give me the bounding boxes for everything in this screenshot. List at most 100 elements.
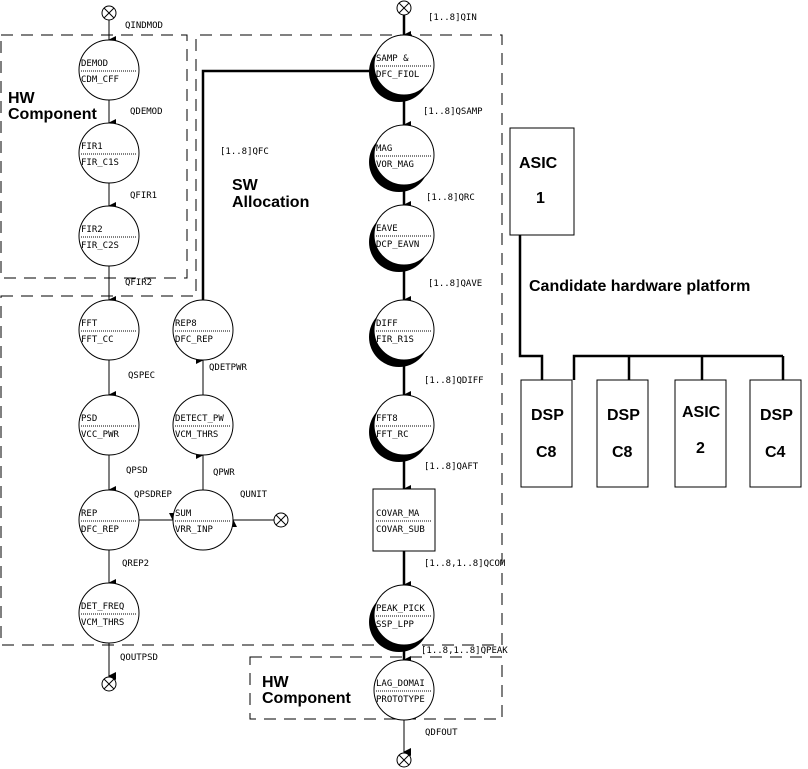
platform-title: Candidate hardware platform <box>529 278 750 295</box>
edge-label-qindmod: QINDMOD <box>125 21 163 31</box>
node-name: COVAR_MA <box>376 509 420 519</box>
node-name: FFT <box>81 319 98 329</box>
process-node-sum[interactable]: SUM VRR_INP <box>172 489 234 551</box>
node-name: LAG_DOMAI <box>376 679 425 689</box>
edge-label-qave: [1..8]QAVE <box>428 279 482 289</box>
node-impl: VRR_INP <box>175 525 214 535</box>
hw-unit-name: ASIC <box>682 404 721 421</box>
node-name: DEMOD <box>81 59 108 69</box>
edge-label-qpsd: QPSD <box>126 466 148 476</box>
node-name: DETECT_PW <box>175 414 224 424</box>
process-node-demod[interactable]: DEMOD CDM_CFF <box>78 39 140 101</box>
node-impl: CDM_CFF <box>81 75 119 85</box>
node-name: DET_FREQ <box>81 602 124 612</box>
process-node-detect_pw[interactable]: DETECT_PW VCM_THRS <box>172 394 234 456</box>
terminator-qunit-icon <box>273 512 289 528</box>
node-name: FIR1 <box>81 142 103 152</box>
node-impl: FIR_C1S <box>81 158 119 168</box>
edge-label-qfir2: QFIR2 <box>125 278 152 288</box>
node-impl: DFC_REP <box>81 525 120 535</box>
hw-unit-4[interactable]: DSP C4 <box>749 379 802 488</box>
hw-unit-id: 2 <box>696 440 705 457</box>
edge-label-qunit: QUNIT <box>240 490 268 500</box>
terminator-qin-icon <box>396 0 412 16</box>
process-node-covar[interactable]: COVAR_MA COVAR_SUB <box>372 488 436 552</box>
hw-unit-name: ASIC <box>519 155 558 172</box>
node-impl: VOR_MAG <box>376 160 414 170</box>
edge-label-qcom: [1..8,1..8]QCOM <box>424 559 506 569</box>
terminator-input-icon <box>101 5 117 21</box>
node-name: REP <box>81 509 98 519</box>
node-impl: VCM_THRS <box>81 618 124 628</box>
node-name: REP8 <box>175 319 197 329</box>
hw-unit-name: DSP <box>760 407 793 424</box>
hw-unit-1[interactable]: DSP C8 <box>520 379 573 488</box>
node-name: SAMP & <box>376 54 409 64</box>
edge-label-qsamp: [1..8]QSAMP <box>423 107 483 117</box>
node-name: DIFF <box>376 319 398 329</box>
edge-label-qdfout: QDFOUT <box>425 728 458 738</box>
process-node-mag[interactable]: MAG VOR_MAG <box>369 124 435 192</box>
node-impl: FIR_R1S <box>376 335 414 345</box>
node-impl: FFT_CC <box>81 335 114 345</box>
platform-bus-link <box>518 235 544 380</box>
edge-label-qin: [1..8]QIN <box>428 13 477 23</box>
hw-unit-id: C8 <box>536 444 557 461</box>
edge-label-qpsdrep: QPSDREP <box>134 490 173 500</box>
terminator-output-icon <box>101 676 117 692</box>
node-name: MAG <box>376 144 392 154</box>
process-node-det_freq[interactable]: DET_FREQ VCM_THRS <box>78 582 140 644</box>
edge-label-qpeak: [1..8,1..8]QPEAK <box>421 646 508 656</box>
hw-unit-2[interactable]: DSP C8 <box>596 379 649 488</box>
node-impl: VCM_THRS <box>175 430 218 440</box>
edge-label-qrep2: QREP2 <box>122 559 149 569</box>
hw-unit-name: DSP <box>607 407 640 424</box>
node-name: EAVE <box>376 224 398 234</box>
process-node-diff[interactable]: DIFF FIR_R1S <box>369 299 435 367</box>
node-impl: COVAR_SUB <box>376 525 425 535</box>
node-impl: VCC_PWR <box>81 430 120 440</box>
sw-allocation-region <box>0 34 503 646</box>
terminator-qdfout-icon <box>396 752 412 768</box>
edge-label-qfc: [1..8]QFC <box>220 147 269 157</box>
hw-unit-id: C8 <box>612 444 633 461</box>
process-node-eave[interactable]: EAVE DCP_EAVN <box>369 204 435 272</box>
hw-component-top-region <box>0 34 188 279</box>
edge-label-qdetpwr: QDETPWR <box>209 363 248 373</box>
process-node-rep[interactable]: REP DFC_REP <box>78 489 140 551</box>
process-node-samp[interactable]: SAMP & DFC_FIOL <box>369 34 435 102</box>
edge-label-qdiff: [1..8]QDIFF <box>424 376 484 386</box>
node-impl: DCP_EAVN <box>376 240 419 250</box>
node-impl: FFT_RC <box>376 430 409 440</box>
node-impl: DFC_FIOL <box>376 70 419 80</box>
hw-unit-id: C4 <box>765 444 786 461</box>
node-name: FIR2 <box>81 225 103 235</box>
node-name: FFT8 <box>376 414 398 424</box>
edge-label-qrc: [1..8]QRC <box>426 193 475 203</box>
hw-component-bottom-region <box>249 656 503 720</box>
edge-label-qoutpsd: QOUTPSD <box>120 653 158 663</box>
edge-label-qdemod: QDEMOD <box>130 107 163 117</box>
hw-unit-asic-1[interactable]: ASIC 1 <box>509 127 575 236</box>
process-node-fft[interactable]: FFT FFT_CC <box>78 299 140 361</box>
edge-label-qspec: QSPEC <box>128 371 155 381</box>
hw-unit-name: DSP <box>531 407 564 424</box>
node-impl: FIR_C2S <box>81 241 119 251</box>
hw-unit-3[interactable]: ASIC 2 <box>674 379 727 488</box>
node-name: PEAK_PICK <box>376 604 425 614</box>
edge-qfc <box>201 69 374 300</box>
node-name: SUM <box>175 509 192 519</box>
platform-bus <box>572 354 783 380</box>
hw-unit-id: 1 <box>536 190 545 207</box>
